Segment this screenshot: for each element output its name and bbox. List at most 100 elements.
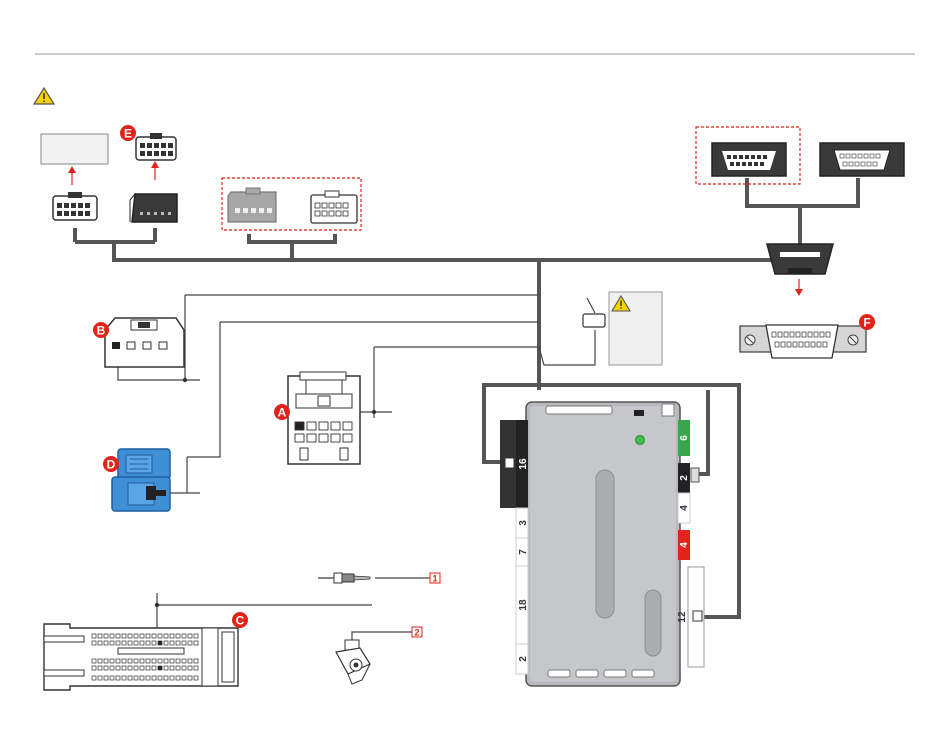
obd-connector-left [712,143,786,176]
connector-c-pin [128,666,132,670]
badge-c-label: C [236,614,245,628]
arrow-down-icon [795,279,803,296]
connector-c-pin [170,666,174,670]
sensor-plug [583,314,605,327]
obd-plug-main [767,244,833,274]
connector-c-pin [140,634,144,638]
connector-c-pin [92,641,96,645]
connector-c-pin [182,659,186,663]
connector-c-pin [194,666,198,670]
badge-e: E [120,125,136,141]
connector-c-pin [194,641,198,645]
port-2-right-plug [691,468,699,482]
connector-c-pin [116,676,120,680]
module-box [41,134,108,164]
antenna-lead [318,573,370,583]
badge-c: C [232,612,248,628]
connector-c-pin [182,634,186,638]
connector-c-pin [176,634,180,638]
connector-c-pin [104,676,108,680]
connector-c-pin [140,666,144,670]
connector-c-pin [188,666,192,670]
connector-a [288,372,360,464]
badge-a-label: A [278,406,287,420]
port-18-label: 18 [518,599,529,611]
connector-c-pin [140,659,144,663]
main-harness [75,178,858,390]
badge-f: F [859,314,875,330]
connector-c-pin [158,641,162,645]
connector-c-pin [128,659,132,663]
connector-c-pin [146,659,150,663]
port-2-left-label: 2 [518,656,529,662]
badge-d: D [103,456,119,472]
connector-f [740,325,866,358]
ref-2-label: 2 [414,627,419,637]
ref-1-label: 1 [432,573,437,583]
badge-d-label: D [107,458,116,472]
connector-c-pin [146,641,150,645]
obd-connector-right [820,143,904,176]
port-16-plug [505,458,514,468]
connector-c-pin [134,634,138,638]
connector-c-pin [176,659,180,663]
connector-c-pin [98,676,102,680]
connector-c-pin [116,634,120,638]
connector-c-pin [98,666,102,670]
port-6-label: 6 [679,435,690,441]
connector-gray [228,188,276,222]
connector-c-pin [134,666,138,670]
connector-c-pin [92,659,96,663]
connector-c-pin [116,641,120,645]
connector-c-pin [98,659,102,663]
connector-plug-e-harness [53,192,97,220]
connector-c-pin [128,676,132,680]
connector-c-pin [110,666,114,670]
port-3-label: 3 [518,520,529,526]
badge-a: A [274,404,290,420]
connector-c-pin [194,659,198,663]
arrow-up-icon [151,161,159,180]
connector-c-pin [170,634,174,638]
connector-c-pin [104,634,108,638]
connector-c-pin [170,676,174,680]
connector-c-pin [176,666,180,670]
connector-c-pin [116,659,120,663]
connector-c-pin [176,641,180,645]
connector-c-pin [122,659,126,663]
connector-c-pin [152,659,156,663]
connector-c-pin [110,676,114,680]
connector-c-pin [98,641,102,645]
connector-c-pin [110,641,114,645]
splice-point [155,603,159,607]
connector-c-pin [152,666,156,670]
splice-point [372,410,376,414]
connector-c-pin [122,666,126,670]
connector-c-pin [164,641,168,645]
connector-c-pin [146,634,150,638]
connector-c-pin [188,634,192,638]
connector-c-pin [164,634,168,638]
badge-e-label: E [124,127,132,141]
connector-c-pin [122,634,126,638]
connector-c-pin [182,666,186,670]
connector-c-pin [164,666,168,670]
connector-c-pin [152,641,156,645]
connector-c-pin [110,659,114,663]
connector-c-pin [134,676,138,680]
connector-c-pin [158,676,162,680]
connector-c-pin [122,676,126,680]
connector-e [136,133,176,160]
connector-c-pin [152,676,156,680]
badge-b-label: B [97,324,106,338]
connector-c-pin [134,659,138,663]
connector-c-pin [164,659,168,663]
connector-c-pin [128,634,132,638]
port-2-right-label: 2 [679,475,690,481]
connector-c-pin [110,634,114,638]
connector-c-pin [146,676,150,680]
port-12-label: 12 [677,611,688,623]
badge-b: B [93,322,109,338]
connector-plug-dark [130,194,177,222]
